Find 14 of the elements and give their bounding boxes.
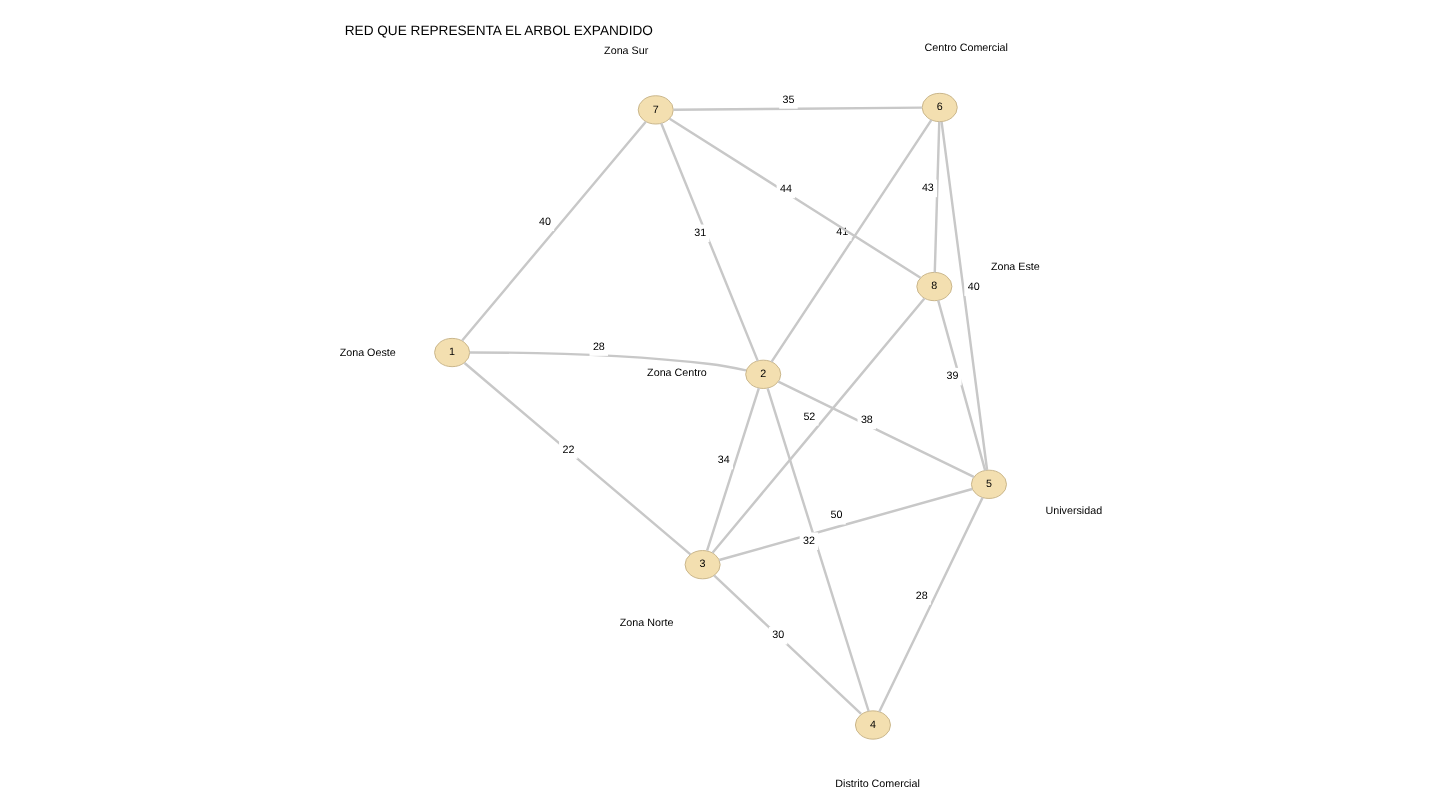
connector — [717, 487, 972, 562]
connector — [659, 122, 758, 362]
connector — [672, 106, 921, 111]
connector — [877, 497, 983, 713]
connector — [936, 300, 986, 471]
connector — [704, 387, 759, 552]
connector — [468, 351, 746, 372]
connector — [932, 121, 940, 273]
connector — [776, 380, 974, 479]
connector — [462, 362, 691, 556]
connector — [769, 119, 932, 363]
connector — [712, 574, 861, 715]
connector — [460, 120, 646, 342]
connector — [668, 117, 921, 279]
